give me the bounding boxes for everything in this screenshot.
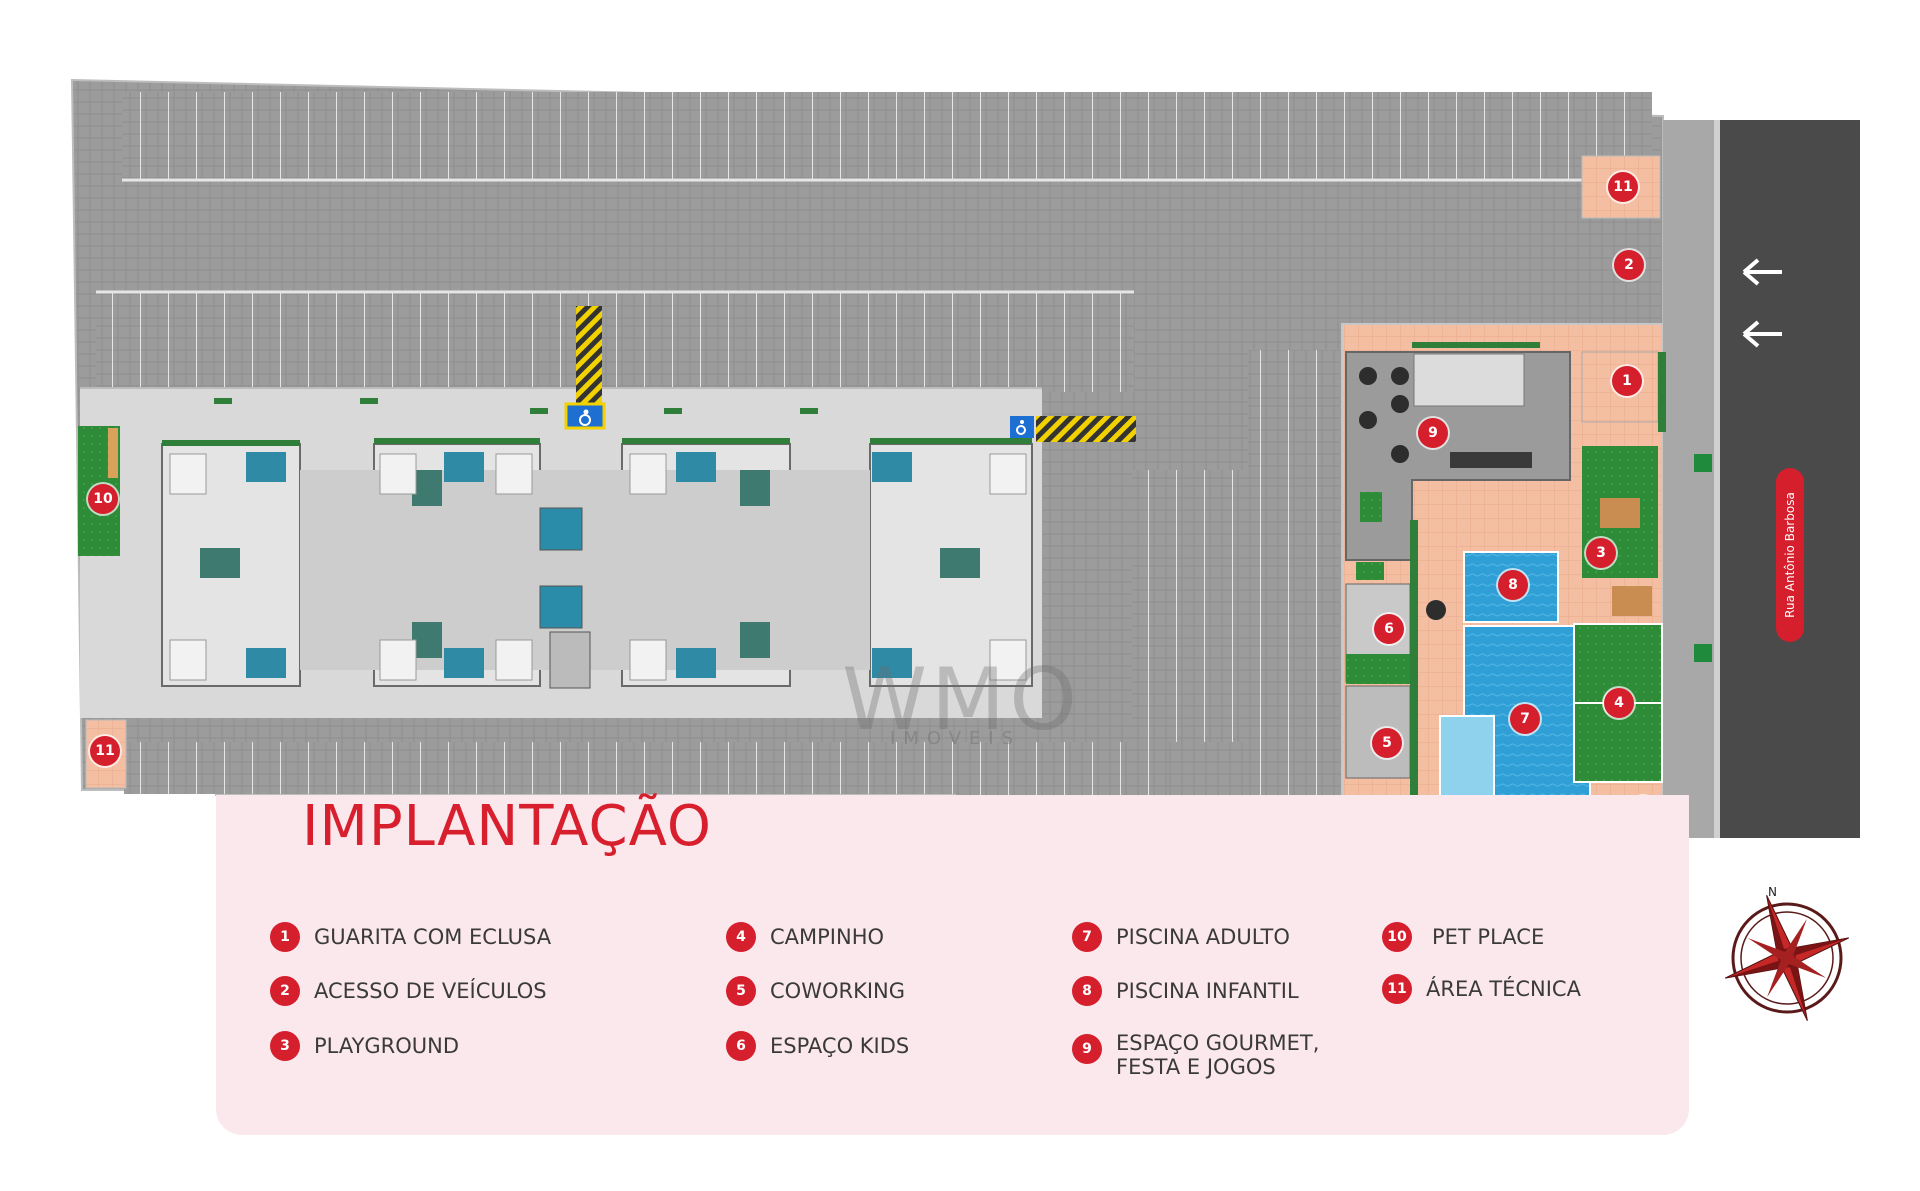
- legend-item: 8 PISCINA INFANTIL: [1072, 976, 1299, 1006]
- legend-item: 5 COWORKING: [726, 976, 905, 1006]
- map-marker: 9: [1418, 418, 1448, 448]
- legend-number: 6: [726, 1031, 756, 1061]
- legend-label: PET PLACE: [1432, 925, 1545, 949]
- legend-item: 4 CAMPINHO: [726, 922, 884, 952]
- legend-label: PLAYGROUND: [314, 1034, 460, 1058]
- legend-number: 10: [1382, 922, 1412, 952]
- legend-item: 3 PLAYGROUND: [270, 1031, 459, 1061]
- map-marker: 3: [1586, 538, 1616, 568]
- arrow-left-icon: [1742, 258, 1782, 348]
- wheelchair-icon: [579, 409, 1026, 435]
- legend-label: PISCINA ADULTO: [1116, 925, 1290, 949]
- compass-north-label: N: [1768, 885, 1777, 899]
- map-marker: 2: [1614, 250, 1644, 280]
- legend-label: ESPAÇO GOURMET, FESTA E JOGOS: [1116, 1031, 1320, 1079]
- legend-number: 2: [270, 976, 300, 1006]
- map-marker: 1: [1612, 366, 1642, 396]
- map-marker: 6: [1374, 614, 1404, 644]
- map-marker: 10: [88, 484, 118, 514]
- legend-label: ACESSO DE VEÍCULOS: [314, 979, 547, 1003]
- legend-label: CAMPINHO: [770, 925, 885, 949]
- legend-label: COWORKING: [770, 979, 906, 1003]
- map-marker: 11: [1608, 172, 1638, 202]
- legend-item: 10 PET PLACE: [1382, 922, 1544, 952]
- legend-item: 6 ESPAÇO KIDS: [726, 1031, 909, 1061]
- legend-label: ÁREA TÉCNICA: [1426, 977, 1581, 1001]
- street-label: Rua Antônio Barbosa: [1776, 468, 1804, 642]
- legend-number: 1: [270, 922, 300, 952]
- legend-number: 5: [726, 976, 756, 1006]
- legend-label: ESPAÇO KIDS: [770, 1034, 910, 1058]
- map-marker: 7: [1510, 704, 1540, 734]
- legend-panel: [216, 795, 1689, 1135]
- legend-number: 4: [726, 922, 756, 952]
- legend-item: 1 GUARITA COM ECLUSA: [270, 922, 551, 952]
- map-marker: 4: [1604, 688, 1634, 718]
- legend-item: 2 ACESSO DE VEÍCULOS: [270, 976, 547, 1006]
- legend-number: 8: [1072, 976, 1102, 1006]
- watermark-subtitle: IMOVEIS: [890, 728, 1022, 749]
- page-title: IMPLANTAÇÃO: [302, 794, 712, 859]
- map-marker: 8: [1498, 570, 1528, 600]
- legend-item: 9 ESPAÇO GOURMET, FESTA E JOGOS: [1072, 1028, 1319, 1079]
- legend-number: 3: [270, 1031, 300, 1061]
- legend-number: 7: [1072, 922, 1102, 952]
- legend-label: GUARITA COM ECLUSA: [314, 925, 552, 949]
- watermark-logo: WMO: [842, 650, 1081, 750]
- legend-item: 11 ÁREA TÉCNICA: [1382, 974, 1581, 1004]
- compass-rose-icon: N: [1724, 885, 1850, 1021]
- legend-item: 7 PISCINA ADULTO: [1072, 922, 1290, 952]
- map-marker: 5: [1372, 728, 1402, 758]
- legend-number: 11: [1382, 974, 1412, 1004]
- legend-label: PISCINA INFANTIL: [1116, 979, 1299, 1003]
- legend-number: 9: [1072, 1034, 1102, 1064]
- map-marker: 11: [90, 736, 120, 766]
